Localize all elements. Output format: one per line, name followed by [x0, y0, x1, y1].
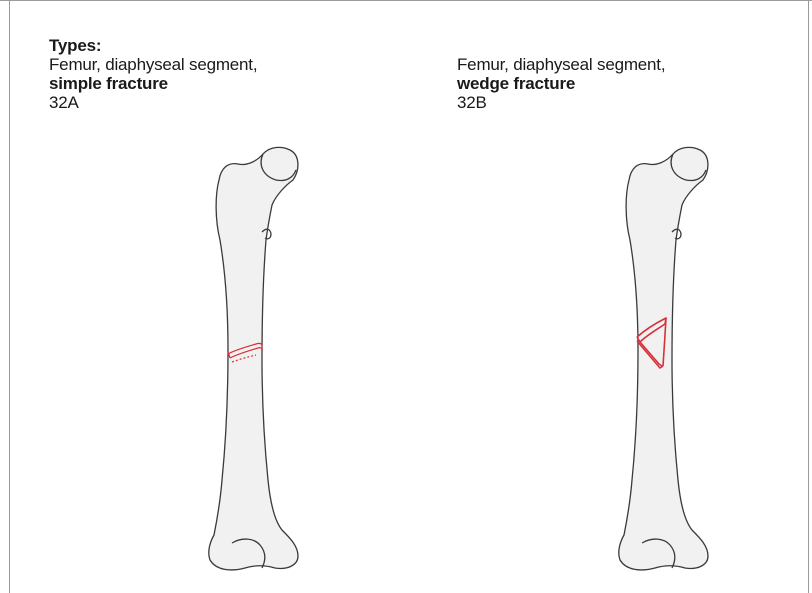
classification-code: 32A: [49, 93, 257, 112]
caption-wedge-fracture: Femur, diaphyseal segment, wedge fractur…: [457, 55, 665, 112]
classification-code: 32B: [457, 93, 665, 112]
left-border: [9, 0, 10, 593]
region-label: Femur, diaphyseal segment,: [457, 55, 665, 74]
region-label: Femur, diaphyseal segment,: [49, 55, 257, 74]
fracture-type-label: wedge fracture: [457, 74, 665, 93]
femur-wedge-fracture-illustration: [590, 140, 720, 580]
femur-simple-fracture-illustration: [190, 140, 320, 580]
femur-shaft: [209, 147, 298, 570]
caption-simple-fracture: Types: Femur, diaphyseal segment, simple…: [49, 36, 257, 112]
types-heading: Types:: [49, 36, 257, 55]
right-border: [808, 0, 809, 593]
fracture-type-label: simple fracture: [49, 74, 257, 93]
